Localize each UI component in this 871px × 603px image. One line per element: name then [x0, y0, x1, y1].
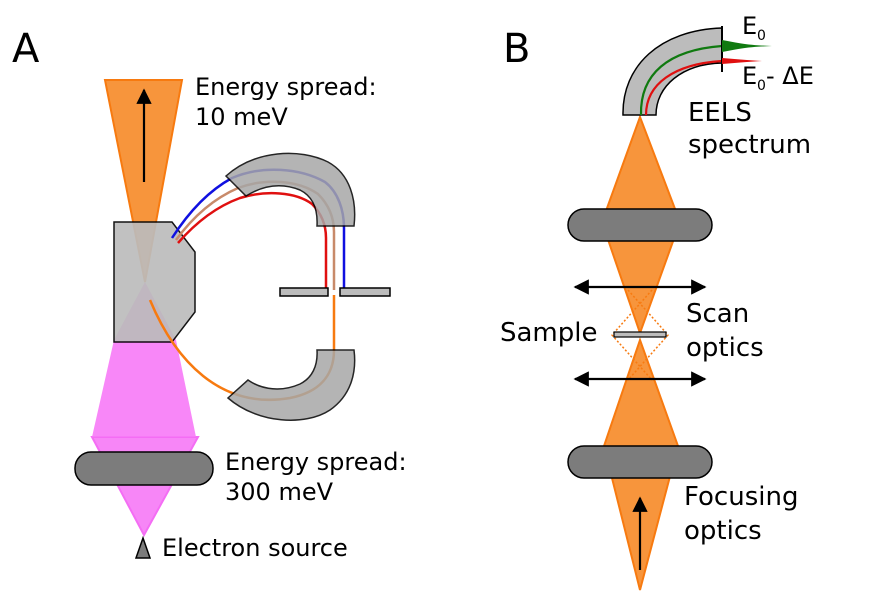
lower-magnet-sector [226, 349, 356, 421]
e0-subscript: 0 [757, 28, 766, 44]
spread-bottom-line2: 300 meV [225, 478, 334, 506]
electron-source-label: Electron source [162, 534, 348, 562]
focusing-lens [567, 445, 713, 479]
loss-peak [722, 58, 762, 64]
focus-line1: Focusing [684, 482, 798, 512]
red-trajectory [177, 192, 328, 290]
e-loss-label: E [742, 62, 757, 90]
prism-block [113, 221, 196, 343]
panel-a: A Energy spread: 10 meV Energy spread: 3… [12, 26, 407, 562]
projector-lens [567, 208, 713, 242]
panel-b: B E 0 E 0 - ΔE EELS spectrum Scan [500, 12, 814, 591]
scan-line1: Scan [686, 299, 749, 329]
condenser-lens [74, 451, 214, 486]
electron-source-tip [134, 535, 152, 559]
scan-rays [610, 289, 670, 381]
upper-magnet-sector [224, 152, 356, 227]
sample-slab [613, 331, 667, 338]
e-loss-subscript: 0 [757, 78, 766, 94]
red-loss-trajectory [644, 59, 723, 116]
green-trajectory [639, 44, 723, 116]
spread-top-line1: Energy spread: [195, 73, 377, 101]
eels-line1: EELS [688, 98, 752, 128]
spread-top-line2: 10 meV [195, 103, 288, 131]
pink-beam-upper [92, 340, 196, 437]
slit-left [279, 287, 329, 297]
sample-label: Sample [500, 318, 598, 348]
e-loss-suffix: - ΔE [766, 62, 814, 90]
focus-line2: optics [684, 516, 762, 546]
spread-bottom-line1: Energy spread: [225, 448, 407, 476]
scan-line2: optics [686, 333, 764, 363]
eels-line2: spectrum [688, 130, 811, 160]
panel-b-label: B [503, 26, 530, 72]
slit-right [339, 287, 391, 297]
zero-loss-peak [722, 40, 772, 52]
panel-a-label: A [12, 26, 40, 72]
e0-label: E [742, 12, 757, 40]
